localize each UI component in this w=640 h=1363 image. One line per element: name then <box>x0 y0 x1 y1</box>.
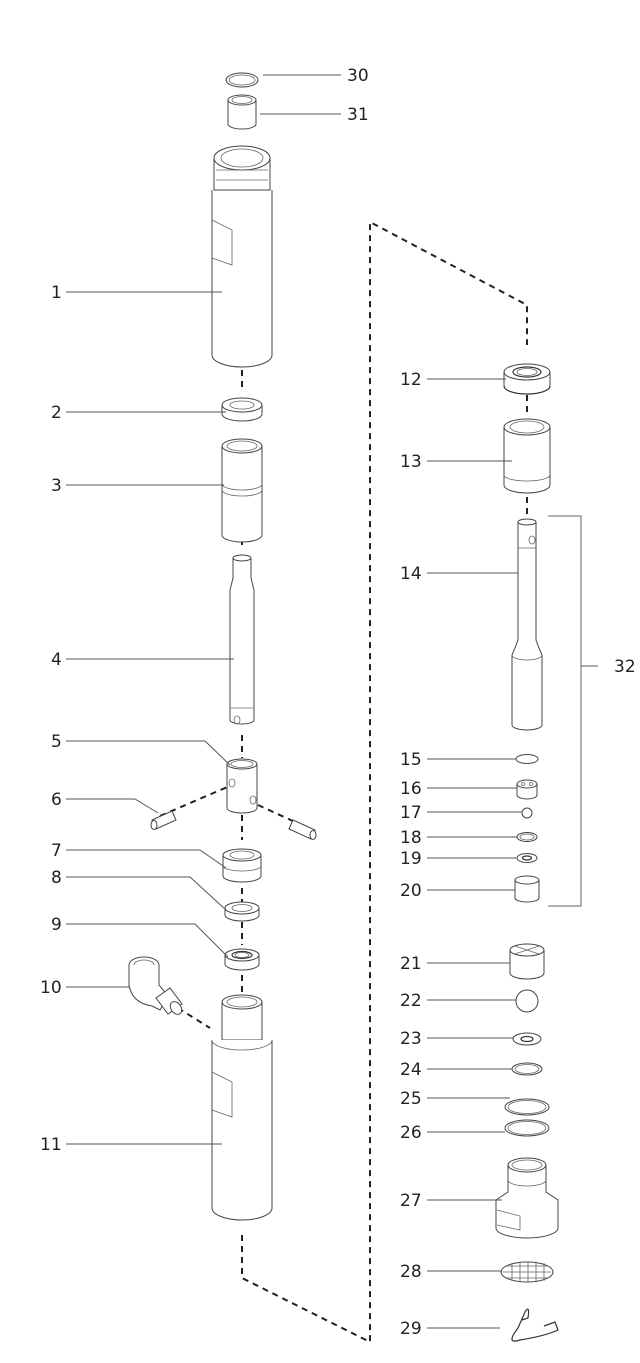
callout-21: 21 <box>400 954 422 974</box>
assembly-dashed-line <box>241 220 528 1344</box>
leader-6 <box>66 798 159 814</box>
part-8-gland <box>224 901 260 922</box>
callout-19: 19 <box>400 849 422 869</box>
callout-18: 18 <box>400 828 422 848</box>
callout-27: 27 <box>400 1191 422 1211</box>
callout-11: 11 <box>40 1135 62 1155</box>
callout-14: 14 <box>400 564 422 584</box>
part-1-cylinder <box>211 145 273 368</box>
callout-32: 32 <box>614 657 636 677</box>
callout-12: 12 <box>400 370 422 390</box>
part-15-o-ring <box>515 754 539 764</box>
part-9-threaded-seal <box>224 948 260 971</box>
part-4-rod <box>229 554 255 725</box>
part-3-sleeve <box>221 438 263 543</box>
part-13-sleeve <box>503 418 551 494</box>
group-bracket-32 <box>548 515 598 907</box>
callout-6: 6 <box>51 790 62 810</box>
part-27-foot-valve-housing <box>495 1157 559 1239</box>
part-23-seat <box>512 1032 542 1046</box>
leader-7 <box>66 849 227 869</box>
callout-15: 15 <box>400 750 422 770</box>
callout-5: 5 <box>51 732 62 752</box>
callout-3: 3 <box>51 476 62 496</box>
callout-7: 7 <box>51 841 62 861</box>
bracket-line <box>548 515 582 907</box>
callout-2: 2 <box>51 403 62 423</box>
callout-28: 28 <box>400 1262 422 1282</box>
part-2-seal <box>221 397 263 422</box>
callout-25: 25 <box>400 1089 422 1109</box>
centerline-elbow <box>177 1007 211 1029</box>
part-12-seal <box>503 363 551 395</box>
part-30-retaining-ring <box>225 72 259 88</box>
part-22-ball <box>515 989 539 1013</box>
part-16-ball-guide <box>516 779 538 800</box>
callout-4: 4 <box>51 650 62 670</box>
part-11-outlet-housing <box>211 994 273 1221</box>
part-20-seat-housing <box>514 875 540 903</box>
part-18-o-ring <box>516 832 538 842</box>
part-31-bushing <box>227 94 257 130</box>
part-6-pins <box>150 810 317 840</box>
part-26-o-ring <box>504 1119 550 1137</box>
part-5-coupler <box>226 758 258 814</box>
callout-13: 13 <box>400 452 422 472</box>
part-10-elbow-fitting <box>128 956 183 1015</box>
callout-24: 24 <box>400 1060 422 1080</box>
callout-30: 30 <box>347 66 369 86</box>
part-14-piston-rod <box>511 518 543 731</box>
part-28-strainer-screen <box>500 1261 554 1283</box>
callout-20: 20 <box>400 881 422 901</box>
part-17-ball <box>521 807 533 819</box>
callout-8: 8 <box>51 868 62 888</box>
part-29-retainer-clip <box>511 1308 559 1342</box>
part-24-o-ring <box>511 1062 543 1076</box>
leader-8 <box>66 876 227 911</box>
leader-9 <box>66 923 229 958</box>
callout-16: 16 <box>400 779 422 799</box>
leader-5 <box>66 740 231 766</box>
callout-10: 10 <box>40 978 62 998</box>
callout-17: 17 <box>400 803 422 823</box>
callout-31: 31 <box>347 105 369 125</box>
callout-numbers: 30 31 1 2 3 4 5 6 7 8 9 10 11 12 13 14 1… <box>40 66 636 1339</box>
centerline-pin-right <box>257 804 296 823</box>
callout-29: 29 <box>400 1319 422 1339</box>
callout-26: 26 <box>400 1123 422 1143</box>
part-7-packing-nut <box>222 848 262 883</box>
callout-9: 9 <box>51 915 62 935</box>
callout-23: 23 <box>400 1029 422 1049</box>
leader-lines <box>66 74 522 1329</box>
part-21-cage <box>509 943 545 980</box>
callout-22: 22 <box>400 991 422 1011</box>
part-25-o-ring <box>504 1098 550 1116</box>
callout-1: 1 <box>51 283 62 303</box>
part-19-seat <box>516 853 538 863</box>
